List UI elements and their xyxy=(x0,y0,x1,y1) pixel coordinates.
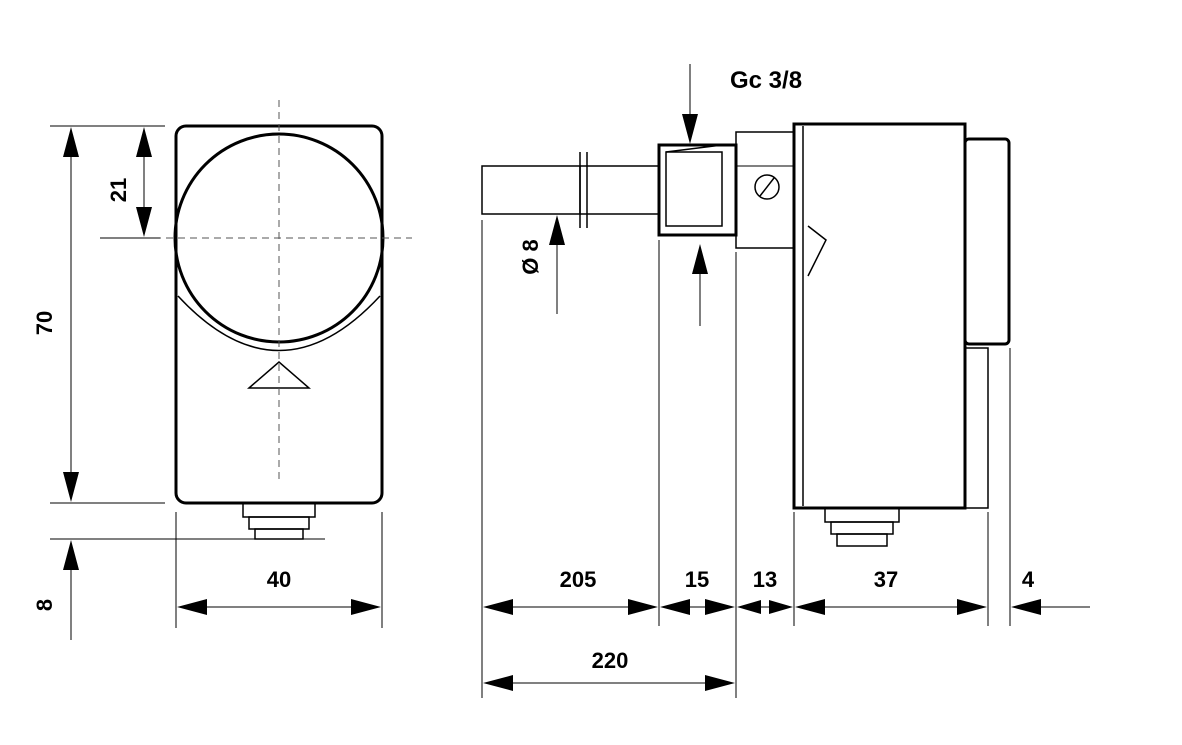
probe-tip xyxy=(481,165,581,215)
dimension-13-label: 13 xyxy=(753,567,777,592)
nut-inner xyxy=(665,151,723,227)
arrow-down-icon xyxy=(682,114,698,144)
arrow-left-icon xyxy=(1011,599,1041,615)
dimension-40-label: 40 xyxy=(267,567,291,592)
knob-side-outline xyxy=(963,137,1011,346)
dimension-8-label: 8 xyxy=(32,599,57,611)
dimension-15-label: 15 xyxy=(685,567,709,592)
dimension-37-label: 37 xyxy=(874,567,898,592)
dimension-21-label: 21 xyxy=(106,178,131,202)
arrow-left-icon xyxy=(795,599,825,615)
connector-body xyxy=(830,521,894,535)
diameter-label: Ø 8 xyxy=(518,239,543,274)
knob-skirt-arc xyxy=(177,295,381,352)
arrow-right-icon xyxy=(705,675,735,691)
body-step xyxy=(965,347,989,509)
screw-slot xyxy=(759,177,775,197)
dimension-220-label: 220 xyxy=(592,648,629,673)
dimension-205-label: 205 xyxy=(560,567,597,592)
arrow-left-icon xyxy=(177,599,207,615)
body-clip xyxy=(807,225,827,277)
arrow-right-icon xyxy=(705,599,735,615)
body-outline xyxy=(792,122,967,510)
nut-outline xyxy=(657,143,738,237)
connector-flange xyxy=(824,507,900,523)
arrow-up-icon xyxy=(136,127,152,157)
arrow-right-icon xyxy=(769,600,793,614)
arrow-right-icon xyxy=(628,599,658,615)
screw-icon xyxy=(754,174,780,200)
connector-tip xyxy=(836,533,888,547)
dimension-70-label: 70 xyxy=(32,311,57,335)
arrow-left-icon xyxy=(483,599,513,615)
arrow-up-icon xyxy=(549,215,565,245)
arrow-right-icon xyxy=(957,599,987,615)
arrow-left-icon xyxy=(660,599,690,615)
arrow-up-icon xyxy=(63,127,79,157)
arrow-up-icon xyxy=(63,540,79,570)
arrow-right-icon xyxy=(351,599,381,615)
connector-body xyxy=(248,516,310,530)
connector-tip xyxy=(254,528,304,540)
connector-flange xyxy=(242,502,316,518)
arrow-down-icon xyxy=(136,207,152,237)
front-view: 70 21 40 8 xyxy=(32,100,412,640)
dimension-4-label: 4 xyxy=(1022,567,1035,592)
thread-label: Gc 3/8 xyxy=(730,67,802,94)
arrow-up-icon xyxy=(692,244,708,274)
arrow-left-icon xyxy=(483,675,513,691)
nut-chamfer xyxy=(665,144,723,153)
arrow-down-icon xyxy=(63,472,79,502)
side-view: Gc 3/8 Ø 8 205 15 13 37 xyxy=(481,64,1090,698)
arrow-left-icon xyxy=(737,600,761,614)
